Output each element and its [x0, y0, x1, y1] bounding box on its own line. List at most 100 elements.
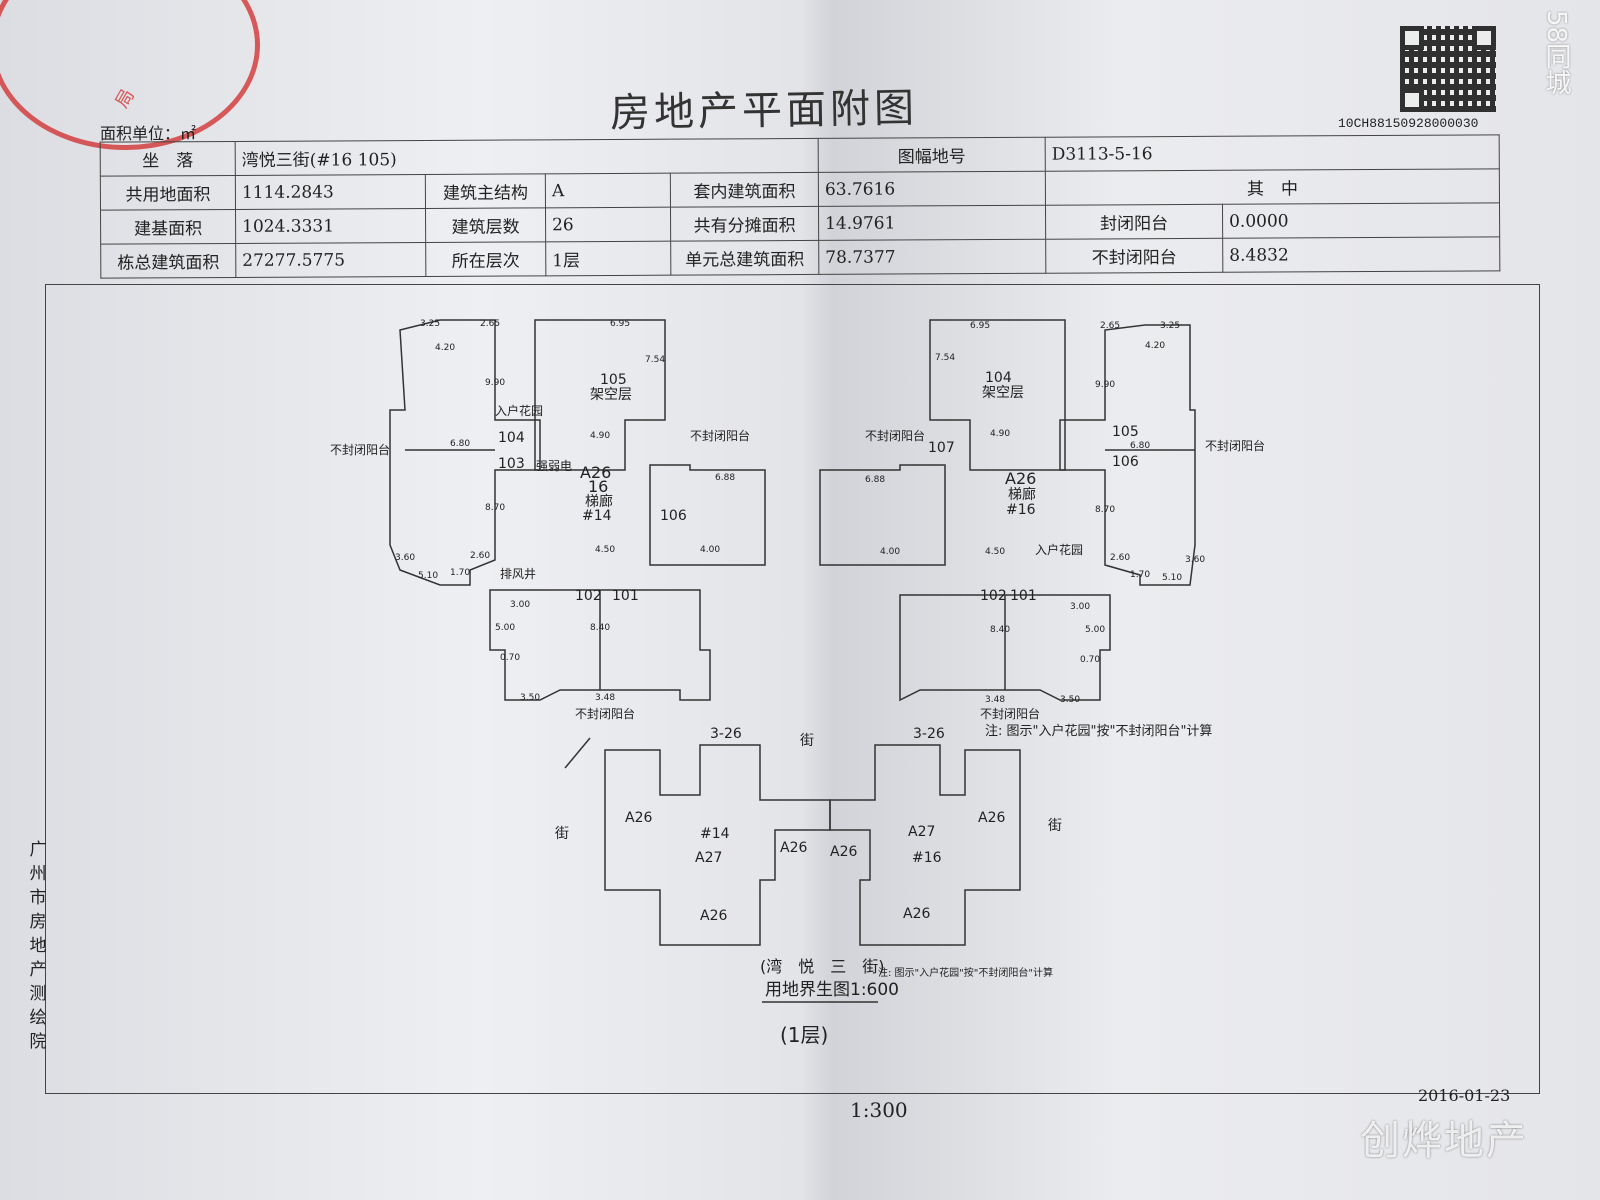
- plan-label: 102: [575, 588, 602, 604]
- plan-outline-unit-104: [929, 319, 1066, 471]
- plan-label: 106: [660, 508, 687, 524]
- dimension-label: 6.88: [865, 475, 885, 485]
- dimension-label: 3.00: [1070, 602, 1090, 612]
- plan-label: 16: [588, 477, 608, 496]
- dimension-label: 3.50: [520, 693, 540, 703]
- plan-label: 103: [498, 456, 525, 472]
- street-label: 街: [800, 733, 814, 749]
- dimension-label: 4.20: [435, 343, 455, 353]
- plan-label: 不封闭阳台: [690, 428, 750, 443]
- plan-label: 架空层: [590, 387, 632, 403]
- plan-label: 101: [1010, 588, 1037, 604]
- plan-label: 不封闭阳台: [1205, 438, 1265, 453]
- dimension-label: 7.54: [935, 353, 955, 363]
- plan-note: 注: 图示"入户花园"按"不封闭阳台"计算: [985, 723, 1212, 739]
- plan-label: 105: [1112, 424, 1139, 440]
- dimension-label: 6.80: [1130, 441, 1150, 451]
- plan-label: #16: [1006, 502, 1036, 518]
- watermark-agency: 创烨地产: [1360, 1118, 1528, 1164]
- plan-label: 106: [1112, 454, 1139, 470]
- street-label: 街: [555, 826, 569, 842]
- plan-label: 不封闭阳台: [330, 442, 390, 457]
- dimension-label: 2.65: [1100, 321, 1120, 331]
- dimension-label: 3.25: [420, 319, 440, 329]
- site-label: A26: [700, 908, 727, 924]
- plan-label: 强弱电: [536, 459, 572, 473]
- plan-label: 107: [928, 440, 955, 456]
- site-label: A26: [978, 810, 1005, 826]
- site-label: A26: [625, 810, 652, 826]
- site-label: A26: [903, 906, 930, 922]
- site-label: A27: [695, 850, 722, 866]
- dimension-label: 6.80: [450, 439, 470, 449]
- plan-outline-right-tower: [1059, 324, 1196, 586]
- plan-label: 104: [985, 370, 1012, 386]
- site-street-label: (湾 悦 三 街): [760, 957, 885, 976]
- site-label: A26: [780, 840, 807, 856]
- dimension-label: 0.70: [500, 653, 520, 663]
- dimension-label: 1.70: [1130, 570, 1150, 580]
- dimension-label: 2.60: [470, 551, 490, 561]
- plan-outline-unit-105: [534, 319, 666, 471]
- dimension-label: 8.40: [590, 623, 610, 633]
- plan-label: 梯廊: [1008, 486, 1036, 503]
- area-unit: 面积单位：㎡: [100, 124, 197, 143]
- dimension-label: 5.00: [495, 623, 515, 633]
- drawing-scale: 1:300: [850, 1098, 908, 1122]
- dimension-label: 3.50: [1060, 695, 1080, 705]
- dimension-label: 2.60: [1110, 553, 1130, 563]
- site-label: #16: [912, 850, 942, 866]
- plan-label: 102: [980, 588, 1007, 604]
- dimension-label: 4.00: [700, 545, 720, 555]
- dimension-label: 3.25: [1160, 321, 1180, 331]
- dimension-label: 2.65: [480, 319, 500, 329]
- dimension-label: 5.10: [418, 571, 438, 581]
- dimension-label: 8.70: [1095, 505, 1115, 515]
- plan-label: 不封闭阳台: [980, 706, 1040, 721]
- dimension-label: 6.88: [715, 473, 735, 483]
- plan-label: A26: [580, 463, 611, 482]
- dimension-label: 9.90: [1095, 380, 1115, 390]
- watermark-58: 58同城: [1541, 10, 1571, 96]
- drawing-frame: [45, 284, 1540, 1094]
- plan-label: 不封闭阳台: [865, 428, 925, 443]
- dimension-label: 3.00: [510, 600, 530, 610]
- site-label: #14: [700, 826, 730, 842]
- dimension-label: 8.70: [485, 503, 505, 513]
- site-note: 注: 图示"入户花园"按"不封闭阳台"计算: [878, 966, 1053, 979]
- plan-outline-unit-101-102-right: [899, 594, 1111, 702]
- plan-label: 入户花园: [495, 403, 543, 418]
- site-label: A26: [830, 844, 857, 860]
- dimension-label: 4.90: [590, 431, 610, 441]
- dimension-label: 3.60: [395, 553, 415, 563]
- site-plan-title: 用地界生图1:600: [765, 980, 899, 1000]
- plan-outline-unit-106-left: [649, 464, 766, 566]
- dimension-label: 0.70: [1080, 655, 1100, 665]
- dimension-label: 5.10: [1162, 573, 1182, 583]
- dimension-label: 4.90: [990, 429, 1010, 439]
- serial-number: 10CH88150928000030: [1338, 116, 1479, 131]
- north-arrow-icon: [564, 737, 591, 769]
- dimension-label: 3.48: [985, 695, 1005, 705]
- street-label: 街: [1048, 818, 1062, 834]
- plan-labels: 104 103 105 架空层 106 102 101 A26 16 梯廊 #1…: [330, 370, 1265, 1047]
- dimension-label: 3.48: [595, 693, 615, 703]
- dimension-label: 3.60: [1185, 555, 1205, 565]
- dimension-label: 4.50: [595, 545, 615, 555]
- plan-label: A26: [1005, 469, 1036, 488]
- dimension-label: 6.95: [610, 319, 630, 329]
- dimension-label: 4.20: [1145, 341, 1165, 351]
- floor-label: (1层): [780, 1023, 828, 1047]
- plan-outlines: [389, 319, 1196, 946]
- plan-label: 排风井: [500, 567, 536, 581]
- plan-label: #14: [582, 508, 612, 524]
- plan-label: 不封闭阳台: [575, 706, 635, 721]
- plan-outline-left-tower: [389, 319, 541, 586]
- site-label: A27: [908, 824, 935, 840]
- plan-outline-unit-106-right: [819, 464, 946, 566]
- site-outline-right: [829, 744, 1021, 946]
- plan-label: 104: [498, 430, 525, 446]
- dimension-label: 1.70: [450, 568, 470, 578]
